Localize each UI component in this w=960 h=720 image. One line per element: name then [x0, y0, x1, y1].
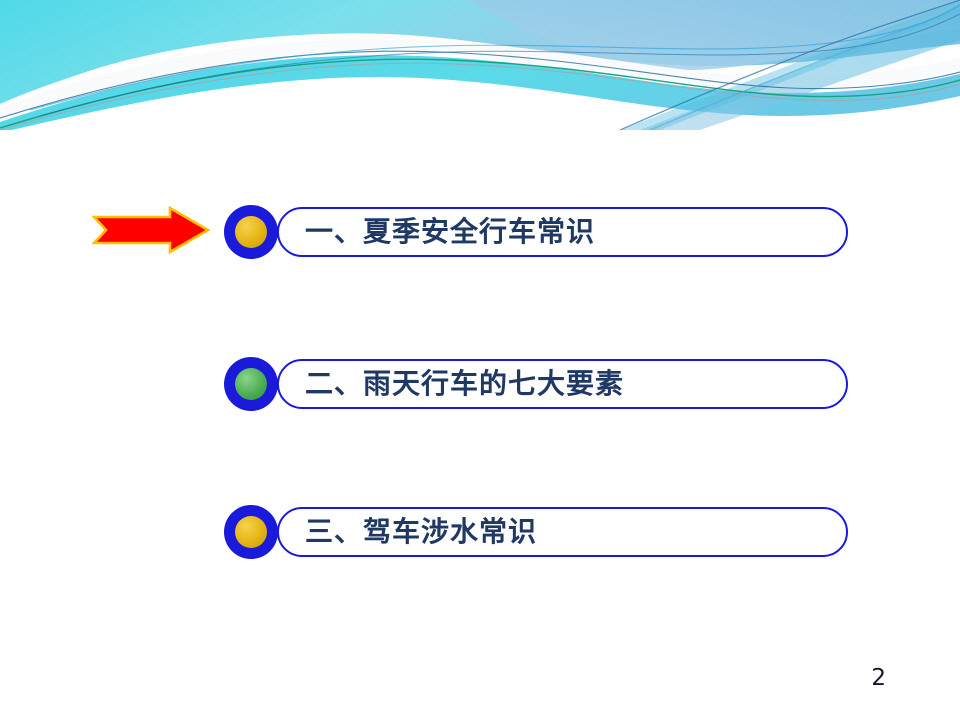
bullet-inner-green-2: [235, 368, 267, 400]
agenda-bullet-3: [224, 505, 278, 559]
agenda-pill-2[interactable]: 二、雨天行车的七大要素: [277, 359, 848, 409]
banner-navy-line: [0, 50, 960, 119]
red-right-arrow: [92, 206, 210, 254]
decorative-wave-banner: [0, 0, 960, 130]
agenda-label-2: 二、雨天行车的七大要素: [305, 367, 625, 400]
bullet-inner-gold-3: [235, 516, 267, 548]
agenda-pill-1[interactable]: 一、夏季安全行车常识: [277, 207, 848, 257]
banner-diagonal-band-2: [620, 0, 960, 130]
red-arrow-shape: [92, 206, 210, 254]
agenda-label-3: 三、驾车涉水常识: [305, 515, 538, 548]
banner-diagonal-line-2: [649, 3, 960, 130]
banner-blue-line-2: [39, 13, 960, 117]
page-number: 2: [871, 665, 886, 691]
bullet-inner-gold-1: [235, 216, 267, 248]
banner-grey-line: [0, 62, 960, 130]
agenda-bullet-1: [224, 205, 278, 259]
banner-blue-line-1: [29, 5, 960, 111]
agenda-bullet-2: [224, 357, 278, 411]
banner-diagonal-line-1: [619, 0, 960, 130]
agenda-pill-3[interactable]: 三、驾车涉水常识: [277, 507, 848, 557]
agenda-label-1: 一、夏季安全行车常识: [305, 215, 596, 248]
banner-white-sweep: [0, 39, 960, 122]
